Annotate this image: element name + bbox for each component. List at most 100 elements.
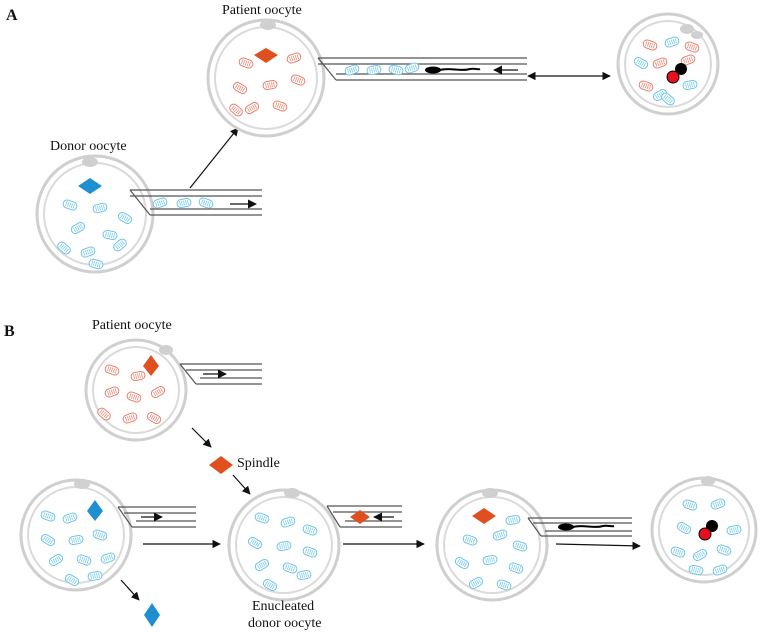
mitochondrion-icon [302, 524, 318, 536]
reconstructed-zygote-b [650, 476, 758, 584]
mitochondrion-icon [296, 569, 312, 581]
mitochondrion-icon [262, 579, 278, 591]
mitochondrion-icon [726, 524, 742, 536]
enucleated-label-line2: donor oocyte [248, 616, 321, 631]
mitochondrion-icon [198, 197, 214, 209]
mitochondrion-icon [254, 559, 270, 571]
mitochondrion-icon [344, 64, 360, 76]
mitochondrion-icon [262, 79, 278, 91]
mitochondrion-icon [302, 546, 318, 558]
mitochondrion-icon [88, 258, 104, 270]
mitochondrion-icon [688, 564, 704, 576]
sperm-icon [425, 66, 481, 74]
mitochondrion-icon [92, 202, 108, 214]
patient-oocyte-b [84, 338, 188, 442]
pipette-mitochondria [152, 197, 214, 209]
mitochondrion-icon [404, 62, 420, 74]
patient-oocyte-label-b: Patient oocyte [92, 318, 172, 333]
mitochondrion-icon [272, 100, 288, 112]
mitochondrion-icon [661, 92, 675, 106]
mitochondrion-icon [68, 534, 84, 546]
donor-oocyte-label: Donor oocyte [50, 139, 127, 154]
spindle-in-pipette-icon [350, 510, 370, 524]
mitochondrion-icon [80, 246, 96, 258]
mitochondrion-icon [682, 499, 698, 511]
mitochondrion-icon [176, 197, 192, 209]
mitochondrion-icon [102, 229, 118, 241]
mitochondrion-icon [87, 570, 103, 582]
mitochondrion-icon [454, 557, 470, 569]
reconstructed-oocyte [435, 488, 549, 602]
donor-pipette-a [129, 189, 262, 216]
mitochondrion-icon [70, 222, 86, 234]
mitochondrion-icon [642, 39, 658, 51]
mitochondrion-icon [62, 199, 78, 211]
donor-mitochondria [247, 512, 318, 591]
pronucleus-icon [666, 70, 680, 84]
arrow-donor-to-patient [189, 127, 239, 189]
spindle-label: Spindle [237, 456, 280, 471]
mitochondrion-icon [652, 57, 668, 69]
mitochondrion-icon [117, 212, 133, 224]
patient-mitochondria [97, 364, 166, 424]
isolated-spindle-icon [209, 456, 233, 474]
enucleation-pipette-b1 [179, 363, 262, 385]
transferred-spindle-icon [472, 508, 496, 524]
icsi-pipette-a [317, 57, 527, 81]
mixed-mitochondria [633, 36, 700, 106]
mitochondrion-icon [48, 554, 64, 566]
mitochondrion-icon [633, 57, 649, 69]
mitochondrion-icon [152, 197, 168, 209]
mitochondrion-icon [664, 36, 680, 48]
pipette-mitochondria [344, 62, 420, 76]
mitochondrion-icon [122, 412, 138, 424]
mitochondrion-icon [232, 82, 248, 94]
patient-oocyte-label-a: Patient oocyte [222, 3, 302, 18]
mitochondrion-icon [40, 534, 56, 546]
enucleation-pipette-b2 [117, 506, 196, 528]
mitochondrion-icon [482, 554, 498, 566]
mitochondrion-icon [104, 364, 120, 376]
mitochondrion-icon [712, 564, 728, 576]
mitochondrion-icon [150, 386, 166, 398]
mitochondrion-icon [638, 80, 654, 92]
patient-spindle-icon [254, 48, 278, 63]
mitochondrion-icon [130, 370, 146, 382]
arrow-to-spindle [191, 427, 212, 448]
donor-oocyte-a [35, 154, 155, 274]
mitochondrion-icon [710, 498, 726, 510]
mitochondrion-icon [238, 57, 254, 69]
mitochondrion-icon [244, 102, 260, 114]
transfer-pipette-b [326, 505, 402, 528]
reconstructed-zygote-a [616, 12, 720, 116]
donor-mitochondria [57, 199, 133, 270]
pronucleus-icon [698, 527, 712, 541]
mitochondrion-icon [462, 534, 478, 546]
mitochondrion-icon [247, 537, 263, 549]
mitochondrion-icon [388, 64, 404, 76]
mitochondrion-icon [280, 516, 296, 528]
mitochondrion-icon [492, 529, 508, 541]
mitochondrion-icon [366, 64, 382, 76]
mitochondrion-icon [680, 54, 696, 66]
mitochondrion-icon [92, 529, 108, 541]
panel-b-letter: B [4, 323, 15, 340]
mitochondrion-icon [146, 412, 162, 424]
mitochondrion-icon [40, 510, 56, 522]
donor-spindle-icon [87, 500, 103, 521]
arrow-to-zygote-b [555, 541, 641, 551]
donor-oocyte-b [19, 478, 133, 592]
arrow-spindle-to-enucleated [232, 474, 251, 495]
patient-mitochondria [229, 52, 306, 117]
mitochondrion-icon [286, 52, 302, 64]
enucleated-donor-oocyte [227, 488, 341, 602]
mitochondrion-icon [512, 540, 528, 552]
mitochondrion-icon [57, 241, 71, 255]
icsi-pipette-b [527, 517, 632, 537]
mitochondrion-icon [229, 103, 243, 117]
mitochondrion-icon [62, 512, 78, 524]
mitochondrion-icon [100, 552, 116, 564]
donor-mitochondria [454, 514, 528, 591]
mitochondrion-icon [64, 574, 80, 586]
